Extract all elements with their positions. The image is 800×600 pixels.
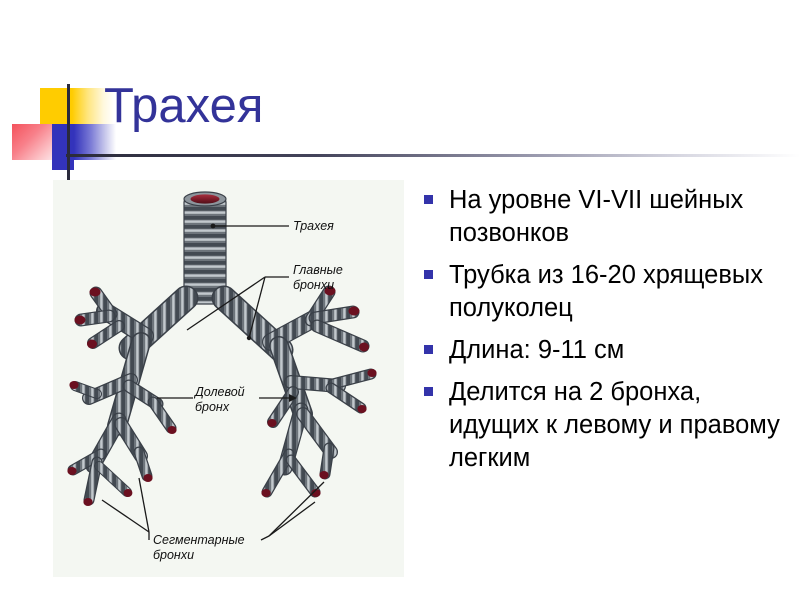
decoration-yellow-fade <box>72 88 114 126</box>
figure-label-main-bronchi-line1: Главные <box>293 263 343 277</box>
right-bronchial-branches <box>261 285 377 498</box>
square-bullet-icon <box>424 387 433 396</box>
figure-label-lobar-bronchus-line1: Долевой <box>193 385 245 399</box>
page-title: Трахея <box>104 79 264 133</box>
bronchiole-tips <box>67 286 377 506</box>
square-bullet-icon <box>424 270 433 279</box>
bullet-text: Делится на 2 бронха, идущих к левому и п… <box>449 378 780 472</box>
label-leader-lines <box>101 223 325 541</box>
list-item: Трубка из 16-20 хрящевых полуколец <box>420 259 798 325</box>
decoration-vertical-rule <box>67 84 70 180</box>
bullet-text: На уровне VI-VII шейных позвонков <box>449 186 744 247</box>
decoration-blue-block <box>52 124 74 170</box>
list-item: Делится на 2 бронха, идущих к левому и п… <box>420 376 798 475</box>
figure-label-segmental-bronchi-line1: Сегментарные <box>153 533 245 547</box>
list-item: Длина: 9-11 см <box>420 334 798 367</box>
bullet-list: На уровне VI-VII шейных позвонков Трубка… <box>420 184 798 484</box>
square-bullet-icon <box>424 345 433 354</box>
bronchial-tree-figure: Трахея Главные бронхи Долевой бронх Сегм… <box>53 180 404 577</box>
bullet-text: Трубка из 16-20 хрящевых полуколец <box>449 261 763 322</box>
figure-label-segmental-bronchi-line2: бронхи <box>153 548 194 562</box>
figure-label-trachea: Трахея <box>293 219 334 233</box>
bullet-text: Длина: 9-11 см <box>449 336 625 364</box>
title-underline-rule <box>66 154 800 157</box>
decoration-yellow-block <box>40 88 72 126</box>
airway-structure <box>67 191 377 541</box>
figure-label-main-bronchi-line2: бронхи <box>293 278 334 292</box>
square-bullet-icon <box>424 195 433 204</box>
bronchial-tree-illustration: Трахея Главные бронхи Долевой бронх Сегм… <box>67 191 377 562</box>
figure-label-lobar-bronchus-line2: бронх <box>195 400 230 414</box>
list-item: На уровне VI-VII шейных позвонков <box>420 184 798 250</box>
trachea-segment <box>183 191 227 305</box>
left-bronchial-branches <box>67 286 177 506</box>
